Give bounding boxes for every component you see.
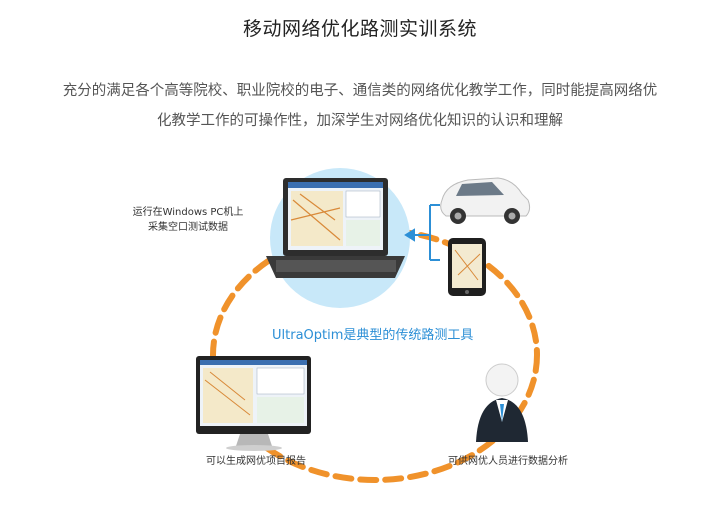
laptop-icon: [266, 178, 405, 278]
page-title: 移动网络优化路测实训系统: [242, 18, 477, 40]
intro-line-2: 化教学工作的可操作性，加深学生对网络优化知识的认识和理解: [157, 113, 563, 129]
laptop-caption-line-1: 运行在Windows PC机上: [132, 207, 244, 218]
diagram-graphics: [196, 168, 540, 483]
laptop-caption-line-2: 采集空口测试数据: [148, 222, 228, 233]
intro-paragraph: 充分的满足各个高等院校、职业院校的电子、通信类的网络优化教学工作，同时能提高网络…: [30, 76, 690, 136]
phone-icon: [448, 238, 486, 296]
person-icon: [476, 363, 528, 442]
monitor-caption: 可以生成网优项目报告: [206, 456, 306, 467]
intro-line-1: 充分的满足各个高等院校、职业院校的电子、通信类的网络优化教学工作，同时能提高网络…: [62, 83, 658, 99]
laptop-caption: 运行在Windows PC机上 采集空口测试数据: [123, 205, 253, 235]
system-diagram: 运行在Windows PC机上 采集空口测试数据 UltraOptim是典型的传…: [0, 150, 720, 507]
connector-arrows: [404, 204, 440, 261]
center-caption: UltraOptim是典型的传统路测工具: [272, 328, 474, 343]
car-icon: [440, 177, 531, 224]
monitor-icon: [196, 356, 311, 451]
person-caption: 可供网优人员进行数据分析: [448, 456, 568, 467]
